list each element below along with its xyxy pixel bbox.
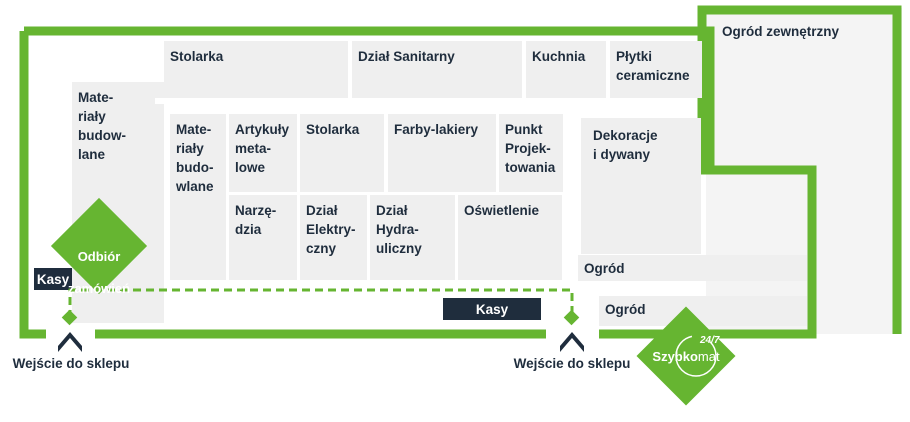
store-wall-outer bbox=[19, 26, 817, 339]
zone-stolarka-mid: Stolarka bbox=[300, 114, 384, 192]
zone-kuchnia: Kuchnia bbox=[526, 41, 606, 98]
zone-plytki: Płytki ceramiczne bbox=[610, 41, 702, 98]
zone-materialy-inner: Mate- riały budo- wlane bbox=[170, 114, 226, 280]
pickup-line-1: Odbiór bbox=[77, 249, 121, 264]
pickup-diamond-shape bbox=[50, 197, 148, 295]
szybkomat-clock-icon bbox=[675, 335, 717, 377]
zone-hydrauliczny: Dział Hydra- uliczny bbox=[370, 195, 455, 280]
szybkomat-diamond-shape bbox=[636, 306, 736, 406]
zone-stolarka-top: Stolarka bbox=[164, 41, 348, 98]
pickup-label: Odbiór zamówień bbox=[54, 233, 144, 297]
zone-artykuly: Artykuły meta- lowe bbox=[229, 114, 297, 192]
entrance-right-label: Wejście do sklepu bbox=[513, 356, 631, 371]
szybkomat-brand: Szybkomat bbox=[646, 349, 726, 364]
entrance-arrow-right-icon bbox=[560, 332, 584, 352]
marker-right bbox=[563, 309, 580, 326]
aisle-white bbox=[155, 98, 595, 104]
marker-left bbox=[61, 309, 78, 326]
pickup-line-2: zamówień bbox=[67, 281, 131, 296]
entrance-left-label: Wejście do sklepu bbox=[12, 356, 130, 371]
zone-oswietlenie: Oświetlenie bbox=[458, 195, 562, 280]
zone-dzial-sanitarny: Dział Sanitarny bbox=[352, 41, 522, 98]
zone-ogrod-1: Ogród bbox=[578, 255, 807, 281]
checkout-left: Kasy bbox=[34, 268, 72, 290]
zone-ogrod-2: Ogród bbox=[599, 296, 807, 326]
zone-punkt: Punkt Projek- towania bbox=[499, 114, 563, 192]
zone-narzedzia: Narzę- dzia bbox=[229, 195, 297, 280]
zone-elektryczny: Dział Elektry- czny bbox=[300, 195, 367, 280]
szybkomat-hours: 24/7 bbox=[700, 335, 720, 346]
zone-dekoracje: Dekoracje i dywany bbox=[581, 118, 701, 254]
zone-farby: Farby-lakiery bbox=[388, 114, 496, 192]
zone-ogrod-zewnetrzny-label: Ogród zewnętrzny bbox=[722, 24, 840, 39]
entrance-arrow-left-icon bbox=[58, 332, 82, 352]
checkout-center: Kasy bbox=[443, 298, 541, 320]
path-left bbox=[68, 288, 574, 318]
zone-materialy-outer: Mate- riały budow- lane bbox=[72, 82, 164, 323]
szybkomat-brand-bold: Szybko bbox=[652, 349, 698, 364]
szybkomat-brand-light: mat bbox=[697, 349, 720, 364]
